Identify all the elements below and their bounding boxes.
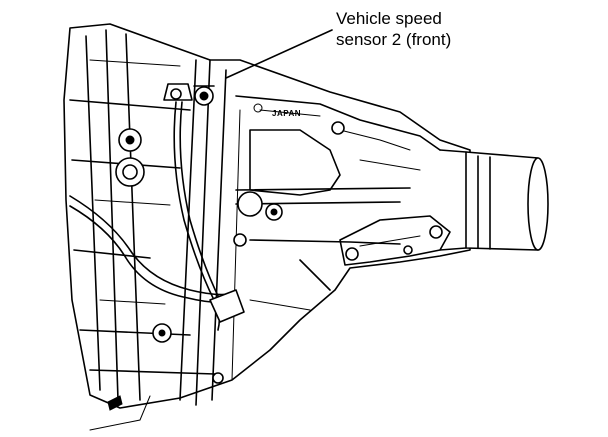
callout-line-1: Vehicle speed xyxy=(336,9,442,28)
japan-stamp: JAPAN xyxy=(272,109,301,118)
sensor-callout-label: Vehicle speed sensor 2 (front) xyxy=(336,8,451,50)
output-flange xyxy=(439,149,549,251)
case-shadow xyxy=(89,395,151,431)
extension-housing: JAPAN xyxy=(235,95,441,311)
callout-leader-line xyxy=(225,29,333,79)
case-ports xyxy=(115,88,345,384)
case-flange xyxy=(179,59,241,406)
callout-line-2: sensor 2 (front) xyxy=(336,30,452,49)
mount-bracket xyxy=(339,215,451,266)
vehicle-speed-sensor-2 xyxy=(193,85,215,106)
stamp-circle-icon xyxy=(253,103,263,113)
